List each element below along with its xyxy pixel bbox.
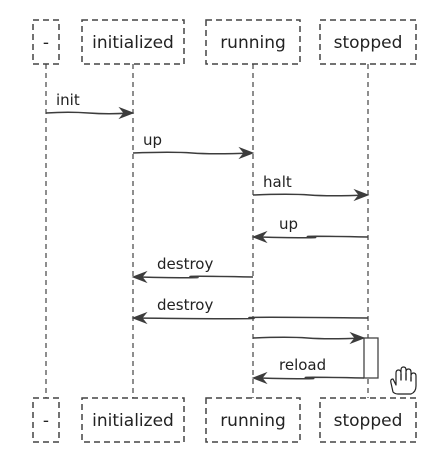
message-label: reload [279,356,326,374]
message-up-1: up [132,131,255,160]
participant-initialized-top: initialized [81,19,185,65]
participant-start-bottom: - [32,397,60,443]
arrowhead [251,230,268,244]
participant-running-bottom: running [205,397,301,443]
message-activate-6 [252,331,366,345]
participant-label: initialized [92,411,174,431]
message-init-0: init [45,91,135,120]
messages: init up halt up destroy destroy reload [45,91,370,385]
participant-label: stopped [334,33,403,53]
participant-box [32,397,60,443]
participant-label: running [220,411,286,431]
participant-label: - [43,411,49,431]
participant-label: - [43,33,49,53]
message-line [132,151,252,155]
participant-label: stopped [334,411,403,431]
lifelines [45,64,369,398]
arrowhead [353,188,370,202]
participant-boxes: - initialized running stopped - initialized ru… [32,19,417,443]
message-line [254,376,365,380]
activation-bar [363,337,379,379]
arrowhead [131,270,148,284]
arrowhead [118,106,135,120]
message-line [252,193,367,197]
participant-stopped-bottom: stopped [319,397,417,443]
participant-stopped-top: stopped [319,19,417,65]
message-label: up [143,131,162,149]
participant-box [205,397,301,443]
participant-label: running [220,33,286,53]
participant-box [319,19,417,65]
message-label: init [56,91,80,109]
participant-box [32,19,60,65]
participant-box [319,397,417,443]
arrowhead [238,146,255,160]
participant-initialized-bottom: initialized [81,397,185,443]
message-destroy-4: destroy [131,255,254,284]
message-line [45,111,132,115]
message-halt-2: halt [252,173,370,202]
hand-cursor-icon [390,366,417,395]
message-reload-7: reload [251,356,365,385]
message-destroy-5: destroy [131,296,369,325]
message-line [252,336,363,340]
arrowhead [251,371,268,385]
participant-box [205,19,301,65]
message-label: halt [263,173,292,191]
participant-box [81,397,185,443]
message-label: up [279,215,298,233]
message-line [254,235,369,239]
message-label: destroy [157,255,213,273]
participant-box [81,19,185,65]
participant-start-top: - [32,19,60,65]
message-up-3: up [251,215,369,244]
participant-running-top: running [205,19,301,65]
message-line [134,275,254,279]
message-line [134,316,369,320]
arrowhead [349,331,366,345]
arrowhead [131,311,148,325]
participant-label: initialized [92,33,174,53]
activation-bars [363,337,379,379]
message-label: destroy [157,296,213,314]
